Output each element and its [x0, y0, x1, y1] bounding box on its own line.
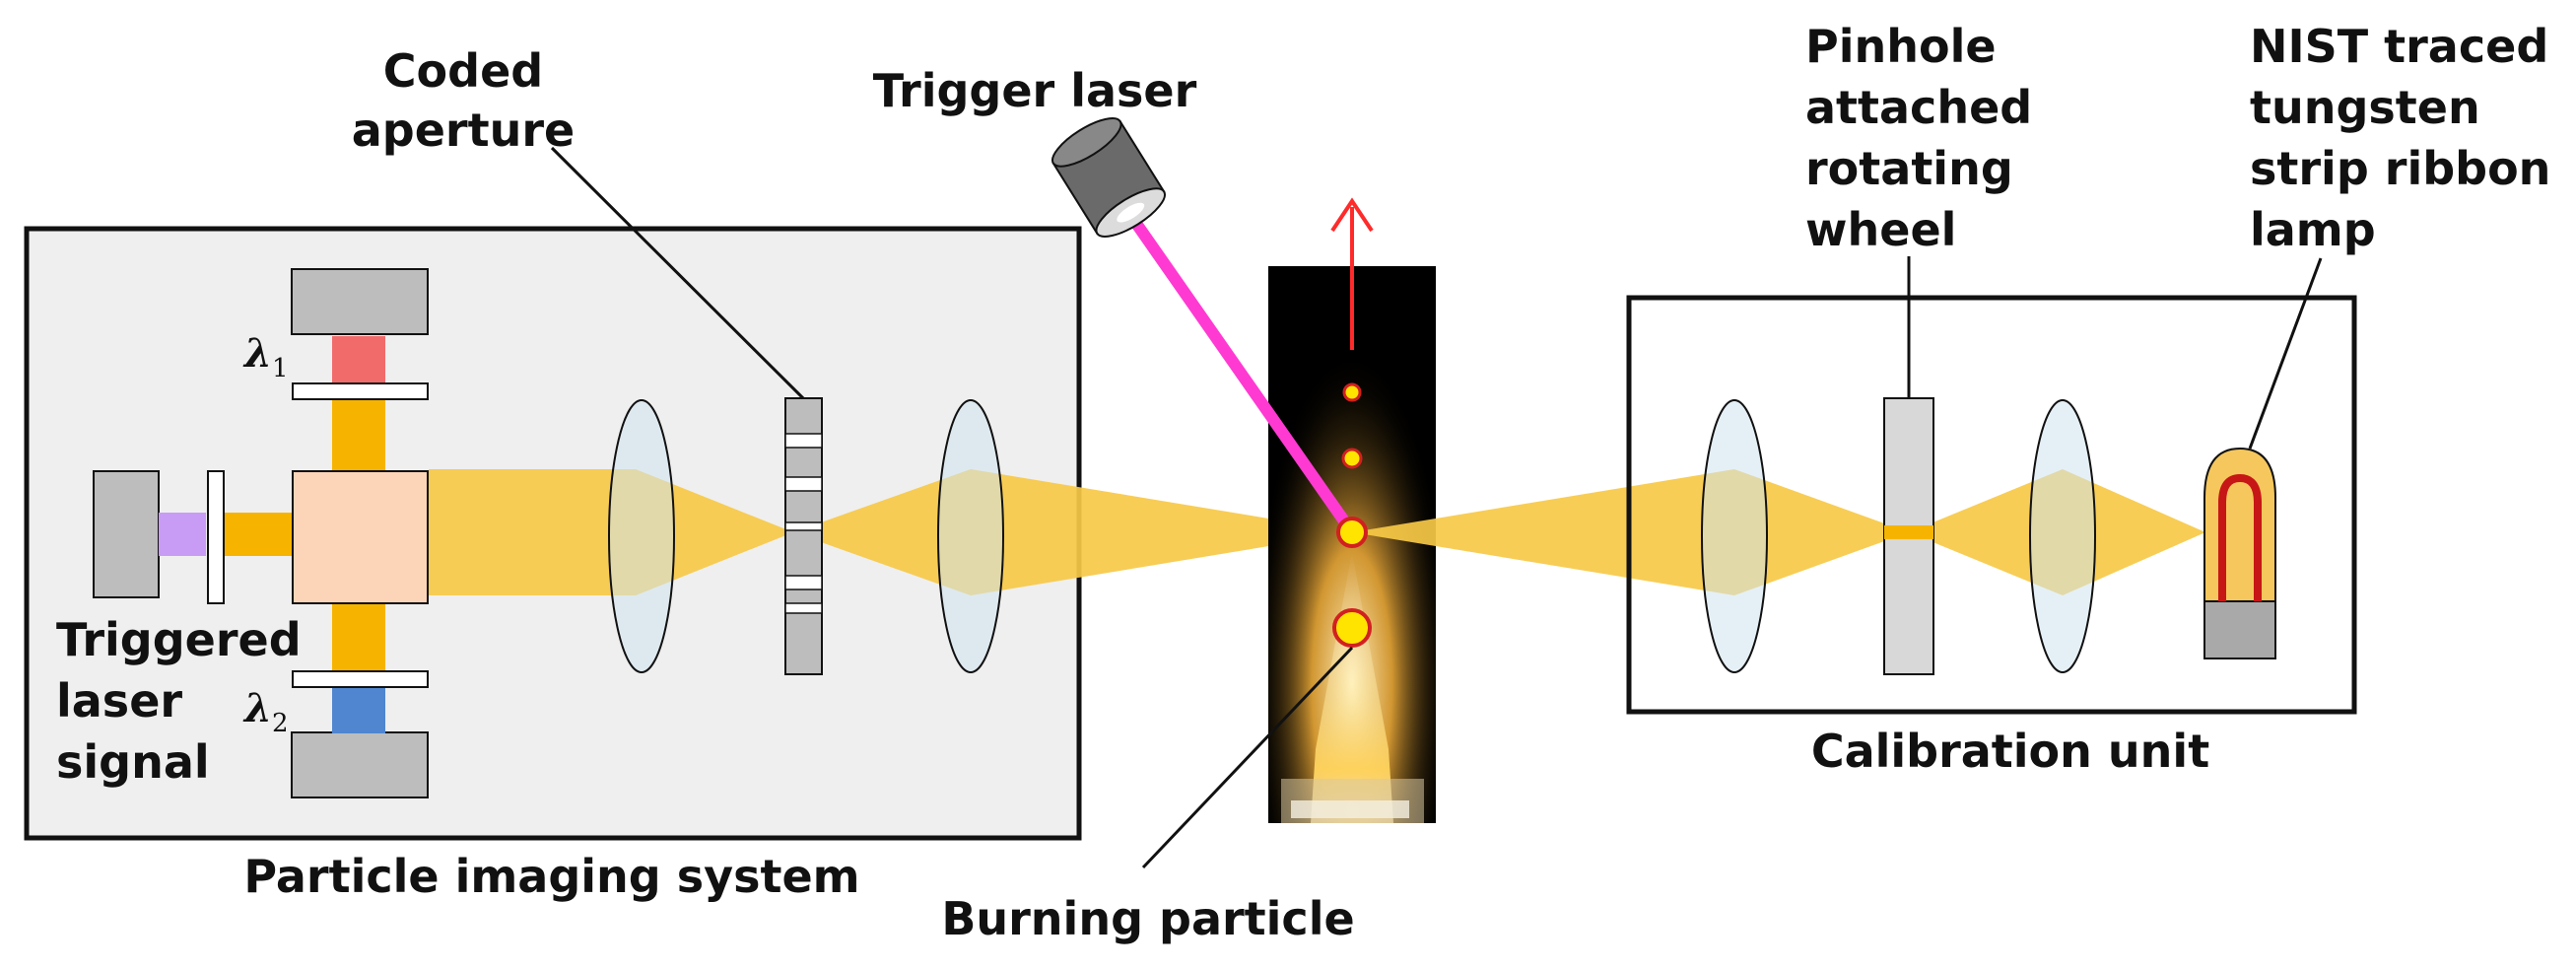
label-triggered-2: laser: [56, 674, 182, 728]
trigger-sensor: [93, 470, 160, 598]
label-coded-aperture-2: aperture: [352, 104, 575, 157]
coded-aperture: [784, 397, 823, 675]
burning-particle-marker: [1332, 608, 1372, 648]
label-pinhole-3: rotating: [1805, 142, 2013, 195]
label-lambda1: λ: [242, 330, 272, 377]
particle-small-2: [1341, 448, 1363, 469]
filter-lambda2: [332, 686, 385, 733]
beamsplitter: [292, 470, 429, 604]
calibration-unit-box: [1626, 295, 2357, 715]
label-trigger-laser: Trigger laser: [873, 64, 1197, 117]
trigger-laser: [1051, 117, 1166, 238]
tungsten-lamp: [2203, 447, 2276, 659]
detector-bottom: [291, 731, 429, 798]
label-particle-imaging-system: Particle imaging system: [243, 850, 859, 903]
calibration-beam-mid: [1734, 469, 1909, 595]
label-triggered-3: signal: [56, 735, 210, 789]
label-triggered-1: Triggered: [56, 613, 302, 666]
leader-burning-particle: [1141, 646, 1354, 869]
calibration-lens-2: [2029, 399, 2096, 673]
imaging-lens-2: [937, 399, 1004, 673]
detector-top: [291, 268, 429, 335]
pinhole-wheel: [1883, 397, 1934, 675]
label-pinhole-4: wheel: [1805, 203, 1956, 256]
beam-to-trigger-sensor: [225, 513, 294, 556]
label-pinhole-2: attached: [1805, 81, 2032, 134]
calibration-lens-1: [1701, 399, 1768, 673]
label-lambda1-sub: 1: [272, 354, 289, 383]
label-burning-particle: Burning particle: [941, 892, 1354, 945]
label-lambda2: λ: [242, 685, 272, 731]
plate-trigger: [207, 470, 225, 604]
imaging-lens-1: [608, 399, 675, 673]
label-lambda2-sub: 2: [272, 709, 289, 738]
label-lamp-2: tungsten: [2250, 81, 2480, 134]
label-lamp-1: NIST traced: [2250, 20, 2548, 73]
beam-to-detector-top: [332, 394, 385, 471]
label-lamp-4: lamp: [2250, 203, 2376, 256]
leader-lamp: [2248, 257, 2323, 450]
beam-to-detector-bottom: [332, 595, 385, 674]
calibration-beam-left: [1352, 469, 1734, 595]
particle-motion-arrow: [1330, 197, 1374, 350]
leader-coded-aperture: [550, 146, 805, 400]
plate-top: [292, 382, 429, 400]
trigger-laser-beam: [1119, 201, 1357, 536]
imaging-beam-right: [971, 469, 1352, 595]
label-lamp-3: strip ribbon: [2250, 142, 2550, 195]
plate-bottom: [292, 670, 429, 688]
filter-lambda1: [332, 336, 385, 383]
label-coded-aperture-1: Coded: [383, 44, 543, 98]
particle-at-trigger: [1336, 517, 1368, 548]
particle-small-1: [1342, 382, 1362, 402]
label-pinhole-1: Pinhole: [1805, 20, 1997, 73]
label-calibration-unit: Calibration unit: [1811, 725, 2209, 778]
trigger-signal-filter: [159, 513, 206, 556]
imaging-beam-mid: [793, 469, 971, 595]
